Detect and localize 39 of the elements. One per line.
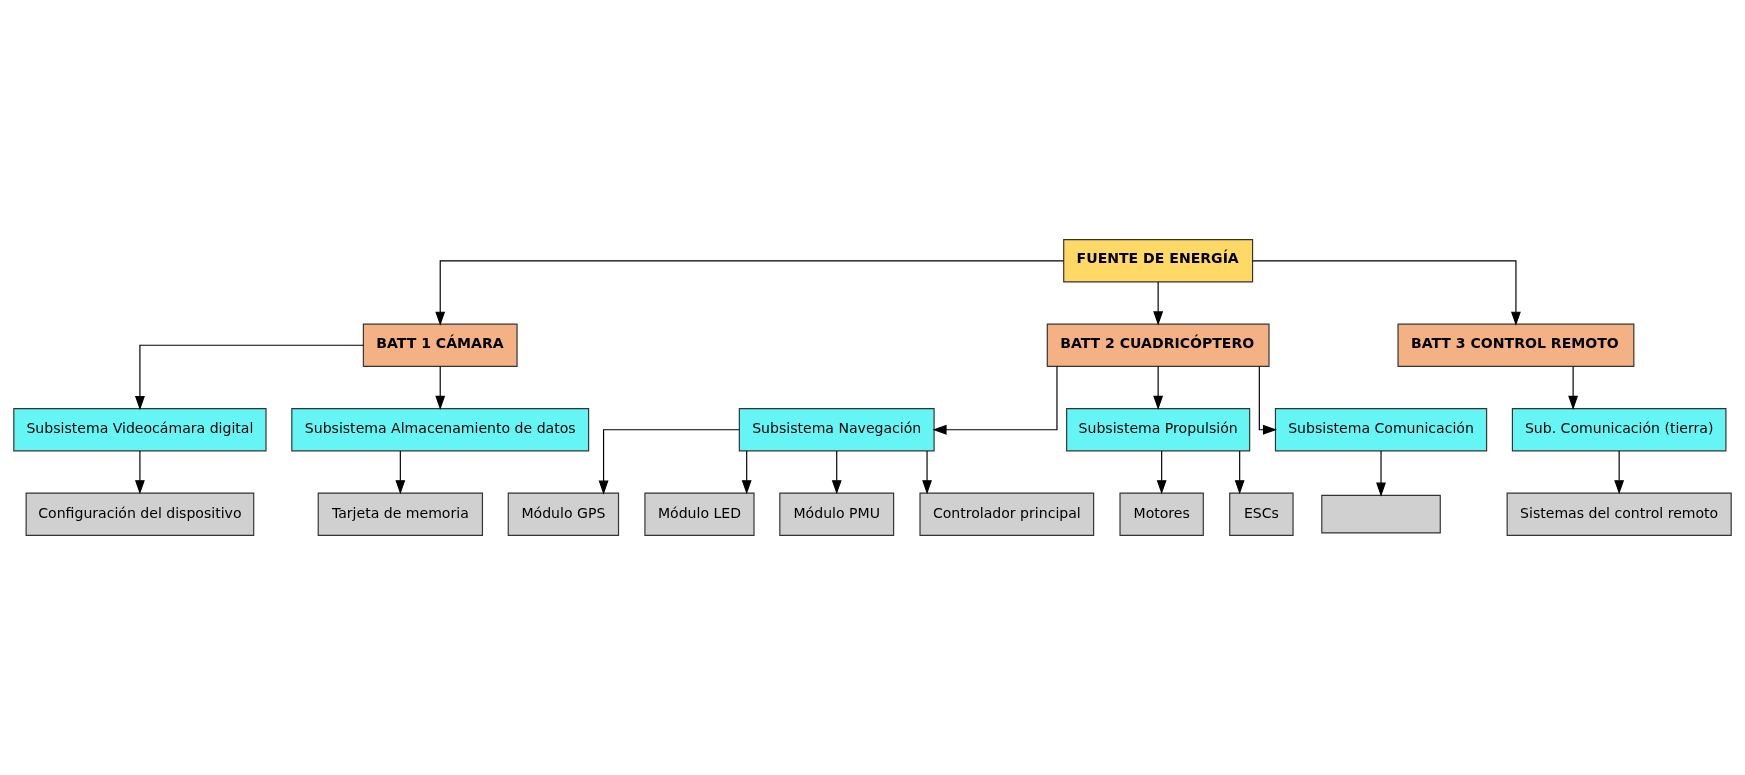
arrow	[135, 450, 145, 495]
arrow	[831, 450, 842, 495]
arrow	[1252, 260, 1521, 326]
node-box: Subsistema Navegación	[738, 408, 935, 452]
arrow	[435, 260, 1065, 326]
node-box: FUENTE DE ENERGÍA	[1063, 239, 1254, 283]
arrow	[932, 366, 1058, 435]
arrow	[1156, 450, 1167, 495]
node-box: Subsistema Comunicación	[1274, 408, 1488, 452]
arrow	[1376, 450, 1386, 497]
arrow	[395, 450, 406, 495]
node-box: Sub. Comunicación (tierra)	[1511, 408, 1727, 452]
arrow	[598, 429, 740, 495]
node-box: Sistemas del control remoto	[1506, 492, 1732, 536]
arrow	[1234, 450, 1245, 495]
arrow	[1568, 366, 1579, 410]
node-box	[1321, 494, 1441, 534]
arrow	[135, 344, 364, 411]
node-box: Subsistema Almacenamiento de datos	[291, 408, 590, 452]
node-box: ESCs	[1229, 492, 1294, 536]
node-box: BATT 1 CÁMARA	[362, 323, 518, 367]
arrow	[741, 450, 752, 495]
node-box: Configuración del dispositivo	[25, 492, 255, 536]
arrow	[435, 366, 446, 410]
node-box: BATT 3 CONTROL REMOTO	[1397, 323, 1635, 367]
arrow	[1153, 281, 1164, 326]
node-box: Tarjeta de memoria	[317, 492, 484, 536]
arrow	[1258, 366, 1277, 435]
arrow	[1153, 366, 1164, 410]
node-box: Módulo GPS	[507, 492, 620, 536]
node-box: Subsistema Propulsión	[1066, 408, 1251, 452]
node-box: Subsistema Videocámara digital	[13, 408, 267, 452]
arrow	[922, 450, 932, 495]
node-box: Motores	[1119, 492, 1204, 536]
arrow	[1614, 450, 1625, 495]
node-box: Controlador principal	[919, 492, 1095, 536]
node-box: Módulo LED	[644, 492, 755, 536]
node-box: BATT 2 CUADRICÓPTERO	[1046, 323, 1270, 367]
node-box: Módulo PMU	[779, 492, 895, 536]
